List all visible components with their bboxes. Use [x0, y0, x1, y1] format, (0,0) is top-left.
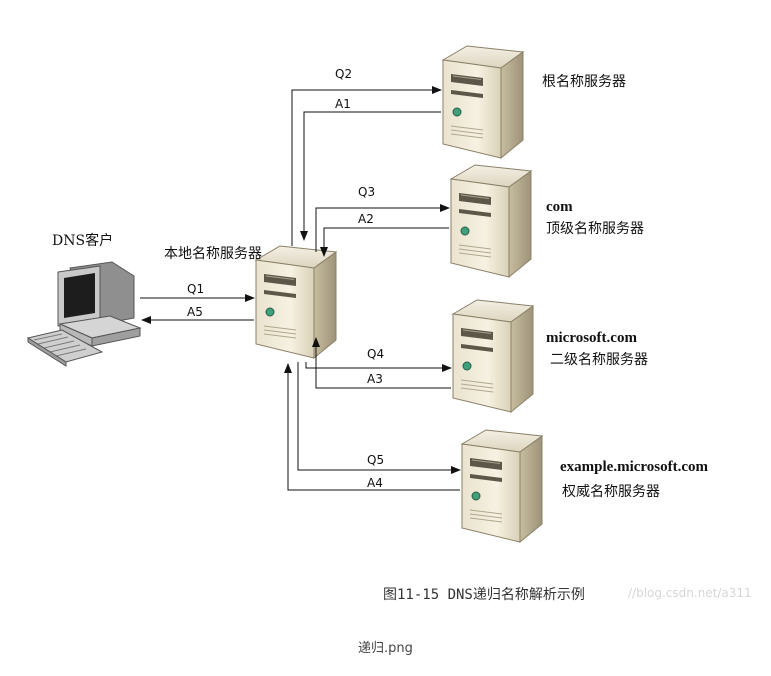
- watermark: //blog.csdn.net/a311: [628, 586, 752, 600]
- client-computer-icon: [26, 261, 142, 367]
- figure-caption: 图11-15 DNS递归名称解析示例: [383, 587, 585, 603]
- example-server-domain: example.microsoft.com: [560, 459, 709, 475]
- label-q1: Q1: [187, 282, 205, 296]
- example-server-icon: [461, 429, 543, 543]
- client-label: DNS客户: [52, 233, 114, 249]
- label-a5: A5: [187, 305, 203, 319]
- arrow-q4: [305, 362, 452, 372]
- label-a4: A4: [367, 476, 383, 490]
- root-server-icon: [442, 45, 524, 159]
- label-a2: A2: [358, 212, 374, 226]
- label-q4: Q4: [367, 347, 385, 361]
- arrow-q5: [297, 362, 461, 474]
- label-a1: A1: [335, 97, 351, 111]
- com-server-label: 顶级名称服务器: [546, 221, 644, 237]
- image-filename: 递归.png: [358, 641, 413, 656]
- arrow-a4: [284, 363, 460, 491]
- label-a3: A3: [367, 372, 383, 386]
- arrow-a3: [312, 337, 451, 389]
- label-q5: Q5: [367, 453, 385, 467]
- example-server-label: 权威名称服务器: [562, 484, 660, 500]
- local-server-label: 本地名称服务器: [164, 246, 262, 262]
- root-server-label: 根名称服务器: [542, 74, 626, 90]
- microsoft-server-label: 二级名称服务器: [550, 352, 648, 368]
- com-server-domain: com: [546, 199, 573, 215]
- arrow-q2: [291, 86, 442, 246]
- arrow-a1: [300, 111, 441, 241]
- arrow-q3: [315, 204, 450, 252]
- label-q3: Q3: [358, 185, 376, 199]
- label-q2: Q2: [335, 67, 353, 81]
- arrow-a2: [320, 227, 449, 257]
- microsoft-server-domain: microsoft.com: [546, 330, 637, 346]
- com-server-icon: [450, 164, 532, 278]
- microsoft-server-icon: [452, 299, 534, 413]
- local-server-icon: [255, 245, 337, 359]
